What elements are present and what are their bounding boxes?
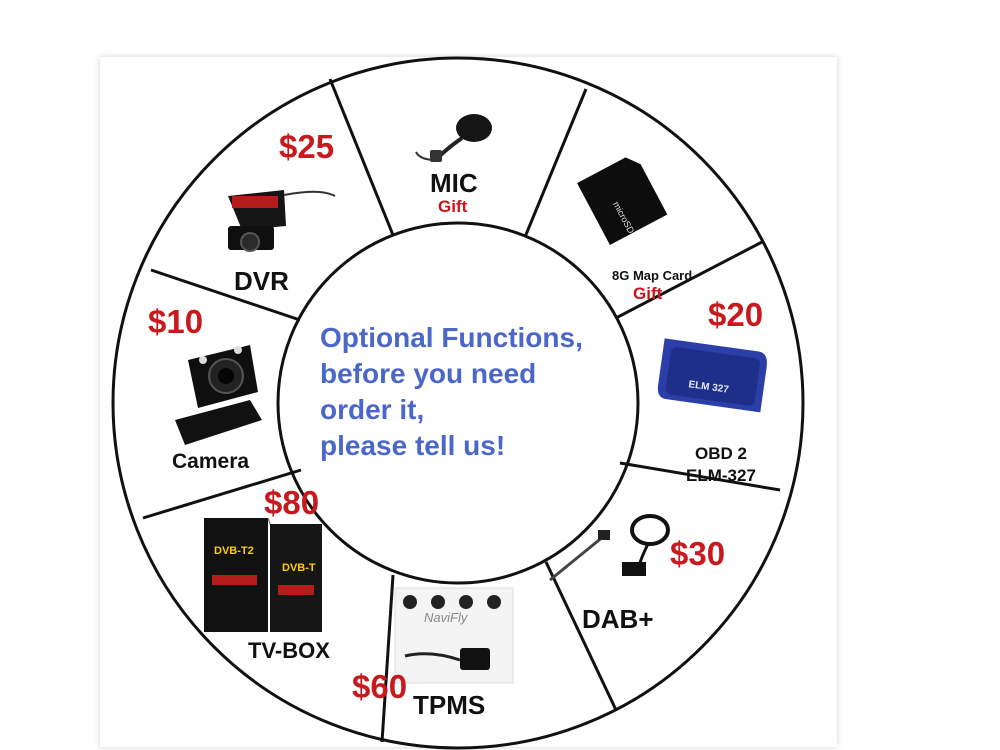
dab-antenna-icon xyxy=(549,514,670,582)
tpms-price: $60 xyxy=(352,668,408,705)
center-line: please tell us! xyxy=(320,430,506,461)
tv-box-icon xyxy=(204,517,322,632)
center-line: order it, xyxy=(320,394,425,425)
obd-label: OBD 2 ELM-327 xyxy=(686,443,756,487)
camera-icon xyxy=(175,345,262,445)
obd-price: $20 xyxy=(708,296,764,333)
center-message: Optional Functions, before you need orde… xyxy=(320,320,583,464)
inner-circle xyxy=(276,221,640,585)
tvbox-price: $80 xyxy=(264,484,320,521)
tvbox-label: TV-BOX xyxy=(248,638,330,663)
obd-adapter-icon: ELM 327 xyxy=(657,338,767,413)
obd-label-line1: OBD 2 xyxy=(694,444,747,463)
map-card-label: 8G Map Card xyxy=(612,268,693,283)
camera-price: $10 xyxy=(148,303,204,340)
mic-label: MIC xyxy=(430,168,478,198)
obd-label-line2: ELM-327 xyxy=(686,466,756,485)
tpms-sensor-icon xyxy=(394,587,514,684)
camera-label: Camera xyxy=(172,450,250,473)
tpms-label: TPMS xyxy=(413,690,486,720)
center-line: Optional Functions, xyxy=(320,322,583,353)
microphone-icon xyxy=(415,114,492,162)
sd-card-icon: microSD xyxy=(577,157,668,245)
dvr-label: DVR xyxy=(234,266,289,296)
dab-label: DAB+ xyxy=(582,604,654,634)
dvr-price: $25 xyxy=(279,128,335,165)
dvr-icon xyxy=(228,190,336,252)
outer-ring xyxy=(111,56,805,750)
tvbox-box2-label: DVB-T xyxy=(282,562,316,574)
map-card-gift-label: Gift xyxy=(633,284,663,303)
center-line: before you need xyxy=(320,358,537,389)
tpms-brand: NaviFly xyxy=(424,610,468,625)
dab-price: $30 xyxy=(670,535,726,572)
segment-dividers xyxy=(142,78,781,743)
mic-gift-label: Gift xyxy=(438,197,468,216)
tvbox-box1-label: DVB-T2 xyxy=(214,545,254,557)
